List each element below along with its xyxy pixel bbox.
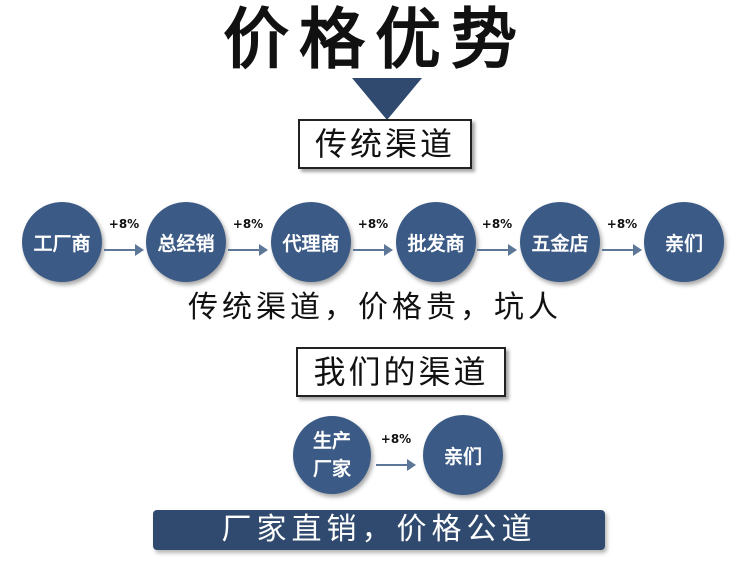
markup-label: +8% — [380, 432, 412, 446]
node-label: 代理商 — [282, 232, 340, 255]
node-factory: 工厂商 — [22, 202, 102, 282]
markup-label: +8% — [357, 217, 389, 231]
markup-label: +8% — [606, 217, 638, 231]
node-hardware-store: 五金店 — [520, 202, 600, 282]
node-label: 工厂商 — [33, 232, 91, 255]
node-label: 五金店 — [531, 232, 589, 255]
arrow-connector: +8% — [475, 217, 519, 267]
node-label-line2: 厂家 — [312, 458, 351, 480]
down-triangle-icon — [352, 78, 422, 120]
node-distributor: 总经销 — [146, 202, 226, 282]
node-label: 亲们 — [443, 445, 482, 468]
right-arrow-icon — [104, 244, 144, 256]
traditional-channel-label: 传统渠道 — [298, 119, 472, 169]
direct-sale-banner: 厂家直销，价格公道 — [153, 510, 605, 550]
arrow-connector: +8% — [102, 217, 146, 267]
traditional-channel-text: 传统渠道 — [314, 125, 455, 163]
right-arrow-icon — [477, 244, 517, 256]
our-channel-text: 我们的渠道 — [313, 353, 489, 391]
arrow-connector: +8% — [226, 217, 270, 267]
markup-label: +8% — [108, 217, 140, 231]
node-label: 批发商 — [407, 232, 465, 255]
right-arrow-icon — [228, 244, 268, 256]
arrow-connector: +8% — [374, 432, 418, 482]
markup-label: +8% — [481, 217, 513, 231]
node-customers-direct: 亲们 — [423, 415, 503, 495]
right-arrow-icon — [602, 244, 642, 256]
our-channel-label: 我们的渠道 — [296, 347, 506, 397]
arrow-connector: +8% — [600, 217, 644, 267]
page-title: 价格优势 — [223, 1, 527, 78]
node-customers: 亲们 — [644, 202, 724, 282]
node-agent: 代理商 — [271, 202, 351, 282]
node-wholesaler: 批发商 — [396, 202, 476, 282]
arrow-connector: +8% — [351, 217, 395, 267]
markup-label: +8% — [232, 217, 264, 231]
right-arrow-icon — [376, 459, 416, 471]
node-manufacturer: 生产 厂家 — [293, 416, 371, 494]
right-arrow-icon — [353, 244, 393, 256]
node-label: 亲们 — [664, 232, 703, 255]
node-label-line1: 生产 — [312, 430, 351, 452]
traditional-caption: 传统渠道，价格贵，坑人 — [188, 290, 562, 325]
node-label: 总经销 — [157, 232, 215, 255]
